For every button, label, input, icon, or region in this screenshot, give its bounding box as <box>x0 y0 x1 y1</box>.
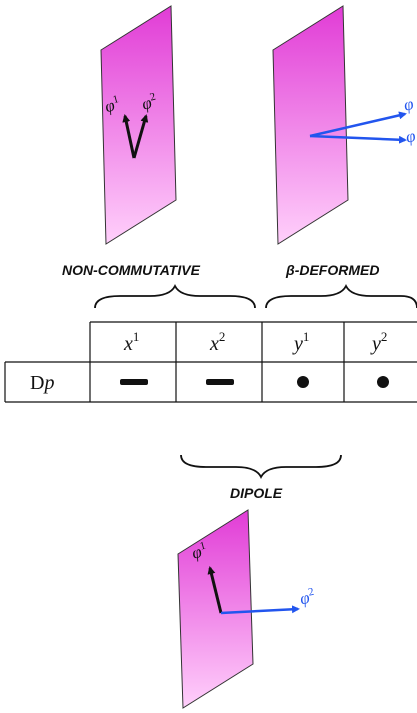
row-label-dp: Dp <box>30 372 54 394</box>
brace-dipole <box>180 454 342 480</box>
label-dipole: DIPOLE <box>230 485 283 501</box>
plane-surface <box>100 5 177 245</box>
arrow-phi-upper <box>309 111 407 138</box>
cell-dot-y2 <box>377 376 389 388</box>
column-header-x2: x2 <box>209 329 225 355</box>
label-non-commutative: NON-COMMUTATIVE <box>62 262 201 278</box>
brane-table: x1 x2 y1 y2 Dp <box>4 321 417 403</box>
plane-surface <box>177 509 254 709</box>
column-header-x1: x1 <box>123 329 139 355</box>
arrow-phi2 <box>220 605 300 615</box>
cell-dash-x1 <box>120 379 148 385</box>
label-beta-deformed: β-DEFORMED <box>285 262 379 278</box>
label-phi-lower: φ <box>404 126 417 147</box>
plane-beta-deformed: φ φ <box>272 5 417 245</box>
cell-dash-x2 <box>206 379 234 385</box>
arrow-phi-lower <box>309 134 407 144</box>
plane-dipole: φ1 φ2 <box>177 509 317 709</box>
brace-non-commutative <box>94 283 256 309</box>
brace-beta-deformed <box>265 283 417 309</box>
arrow-phi1 <box>122 114 136 159</box>
label-phi1: φ1 <box>189 540 209 563</box>
label-phi2: φ2 <box>139 91 159 114</box>
column-header-y2: y2 <box>370 329 387 355</box>
column-header-y1: y1 <box>292 329 309 355</box>
plane-non-commutative: φ1 φ2 <box>100 5 177 245</box>
plane-surface <box>272 5 349 245</box>
label-phi1: φ1 <box>102 93 122 116</box>
cell-dot-y1 <box>297 376 309 388</box>
label-phi2: φ2 <box>298 586 317 609</box>
arrow-phi1 <box>207 566 223 614</box>
label-phi-upper: φ <box>402 94 415 115</box>
arrow-phi2 <box>132 114 149 159</box>
